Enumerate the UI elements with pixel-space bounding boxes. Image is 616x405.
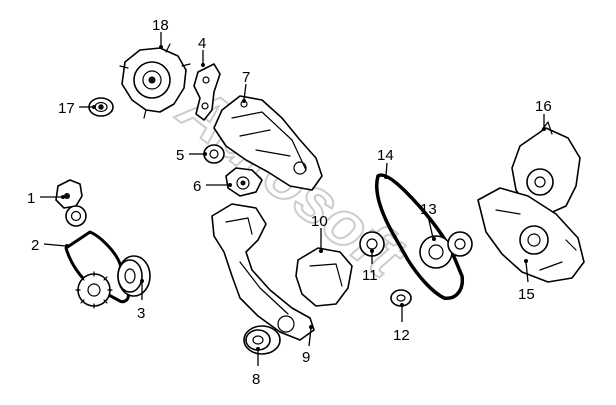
- part-13-cam-sprocket[interactable]: [419, 231, 473, 269]
- part-10-cover-plate[interactable]: [295, 247, 353, 307]
- part-8-crank-pulley[interactable]: [243, 325, 281, 355]
- part-1-belt-tensioner[interactable]: [55, 179, 87, 227]
- callout-15: 15: [518, 286, 535, 303]
- part-4-bracket[interactable]: [193, 63, 221, 121]
- callout-9: 9: [302, 349, 310, 366]
- callout-8: 8: [252, 371, 260, 388]
- callout-labels: 18 17 4 7 5 6 1 2 3 8 9 10 11 12 13 14 1…: [27, 17, 552, 388]
- part-15-oil-pump-body[interactable]: [477, 187, 585, 283]
- part-9-lower-timing-cover[interactable]: [211, 203, 315, 341]
- callout-7: 7: [242, 69, 250, 86]
- part-16-oil-pump-housing[interactable]: [511, 121, 581, 215]
- leader-lines: [40, 32, 546, 366]
- callout-2: 2: [31, 237, 39, 254]
- callout-14: 14: [377, 147, 394, 164]
- callout-5: 5: [176, 147, 184, 164]
- part-crank-sprocket[interactable]: [75, 271, 113, 309]
- part-14-timing-belt[interactable]: [375, 173, 465, 300]
- callout-3: 3: [137, 305, 145, 322]
- part-6-tensioner[interactable]: [225, 167, 263, 197]
- callout-11: 11: [362, 267, 378, 284]
- part-17-idler-pulley[interactable]: [88, 97, 114, 117]
- callout-6: 6: [193, 178, 201, 195]
- callout-13: 13: [420, 201, 437, 218]
- callout-1: 1: [27, 190, 35, 207]
- callout-10: 10: [311, 213, 328, 230]
- part-18-water-pump[interactable]: [119, 43, 191, 119]
- part-7-upper-timing-cover[interactable]: [213, 95, 323, 191]
- callout-12: 12: [393, 327, 410, 344]
- callout-18: 18: [152, 17, 169, 34]
- part-2-drive-belt[interactable]: [64, 230, 130, 304]
- part-3-pulley[interactable]: [117, 255, 151, 297]
- callout-4: 4: [198, 35, 206, 52]
- callout-17: 17: [58, 100, 75, 117]
- callout-16: 16: [535, 98, 552, 115]
